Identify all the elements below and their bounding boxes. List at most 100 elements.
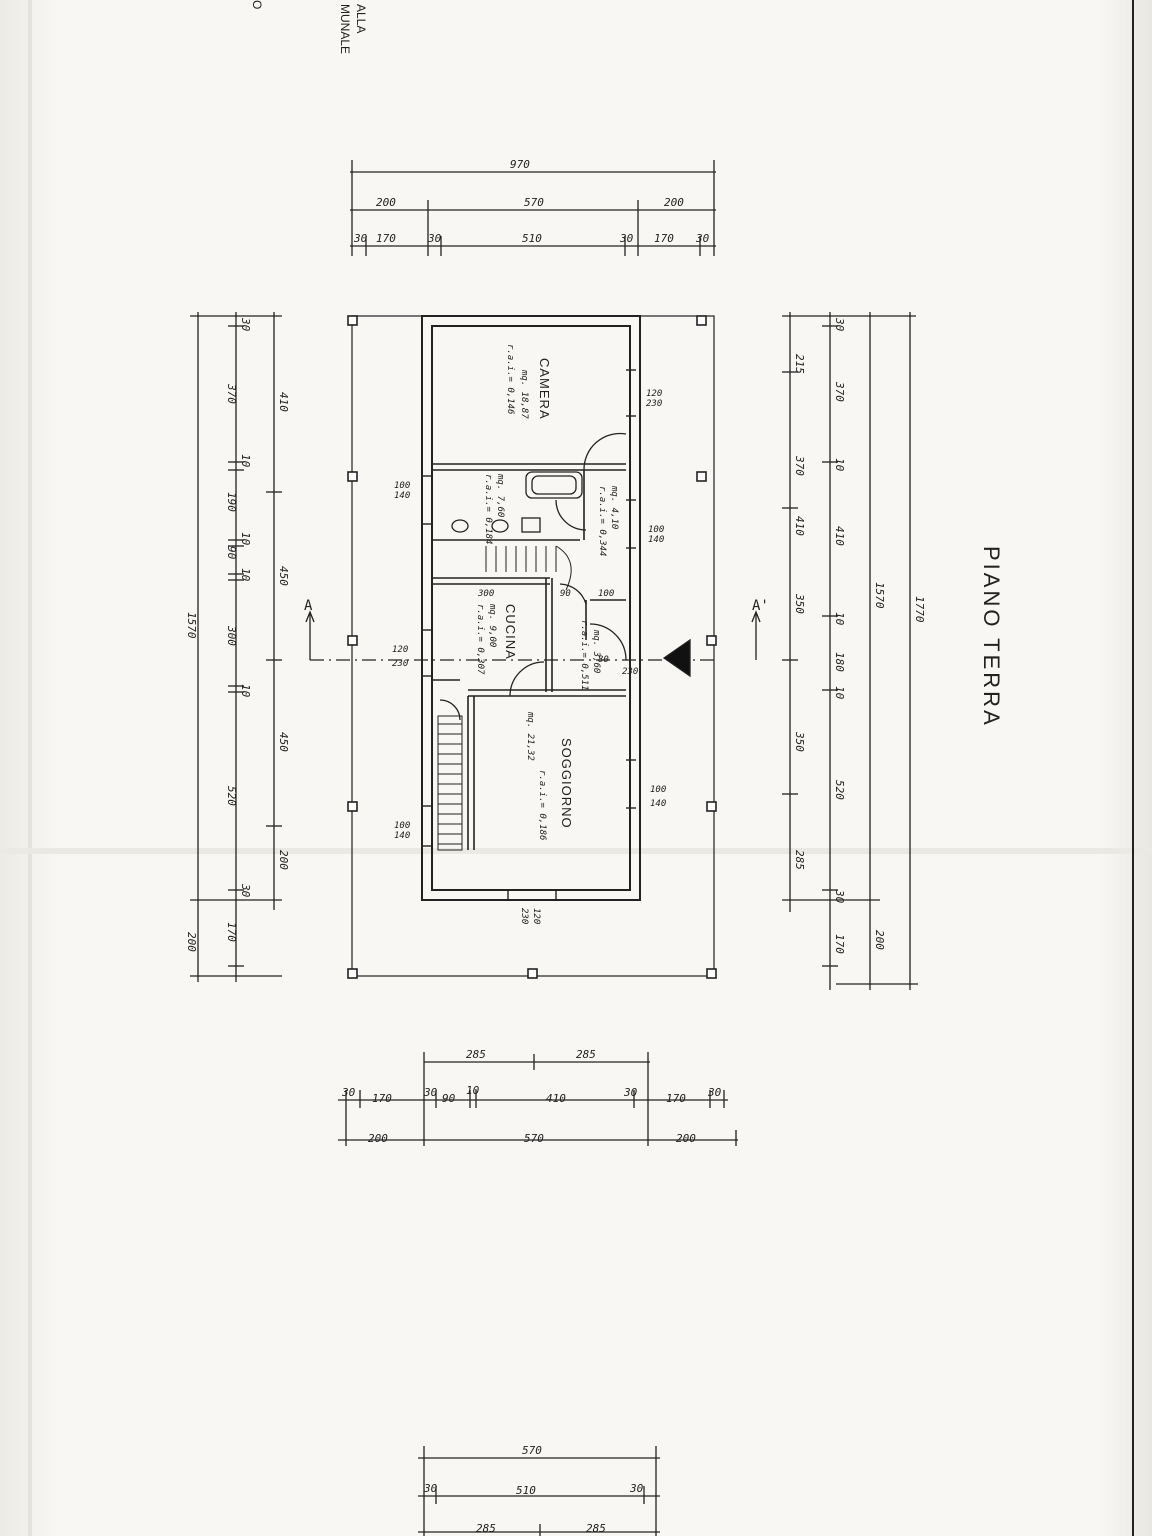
svg-text:1570: 1570 bbox=[873, 582, 886, 609]
section-label-right: A' bbox=[752, 598, 769, 614]
svg-text:170: 170 bbox=[833, 934, 846, 954]
svg-text:10: 10 bbox=[466, 1084, 480, 1097]
svg-text:450: 450 bbox=[277, 732, 290, 752]
svg-text:30: 30 bbox=[619, 232, 634, 245]
svg-text:410: 410 bbox=[793, 516, 806, 536]
svg-text:90: 90 bbox=[225, 546, 238, 560]
room-ingresso-ratio: r.a.i.= 0,511 bbox=[579, 620, 589, 690]
room-soggiorno-area: mq. 21,32 bbox=[525, 711, 535, 761]
svg-text:90: 90 bbox=[442, 1092, 456, 1105]
svg-text:200: 200 bbox=[676, 1132, 696, 1145]
svg-text:30: 30 bbox=[707, 1086, 722, 1099]
svg-text:30: 30 bbox=[423, 1482, 438, 1495]
svg-text:120: 120 bbox=[392, 645, 408, 655]
svg-text:200: 200 bbox=[664, 196, 684, 209]
svg-text:170: 170 bbox=[654, 232, 674, 245]
bathtub bbox=[525, 471, 583, 499]
svg-text:300: 300 bbox=[477, 589, 494, 599]
room-soggiorno-name: SOGGIORNO bbox=[559, 738, 574, 829]
svg-text:200: 200 bbox=[185, 932, 198, 952]
svg-text:120: 120 bbox=[646, 389, 662, 399]
fold-line-vertical bbox=[28, 0, 32, 1536]
svg-text:230: 230 bbox=[519, 908, 529, 924]
room-camera-area: mq. 18,87 bbox=[519, 369, 529, 419]
exterior-wall-inner bbox=[431, 325, 631, 891]
room-camera-name: CAMERA bbox=[537, 358, 552, 420]
svg-text:350: 350 bbox=[793, 593, 806, 614]
svg-text:370: 370 bbox=[793, 455, 806, 476]
door-bagno bbox=[555, 499, 587, 531]
sheet-edge bbox=[1132, 0, 1152, 1536]
room-disimpegno-area: mq. 4,10 bbox=[609, 485, 619, 529]
svg-text:285: 285 bbox=[586, 1522, 606, 1535]
svg-text:570: 570 bbox=[524, 196, 544, 209]
svg-text:30: 30 bbox=[353, 232, 368, 245]
svg-text:30: 30 bbox=[427, 232, 442, 245]
sink bbox=[521, 517, 541, 533]
svg-text:370: 370 bbox=[225, 383, 238, 404]
svg-text:10: 10 bbox=[833, 686, 846, 700]
svg-text:140: 140 bbox=[650, 799, 666, 809]
svg-text:30: 30 bbox=[423, 1086, 438, 1099]
svg-text:10: 10 bbox=[833, 612, 846, 626]
room-soggiorno-ratio: r.a.i.= 0,186 bbox=[537, 770, 547, 840]
svg-text:1570: 1570 bbox=[185, 612, 198, 639]
svg-text:100: 100 bbox=[598, 589, 614, 599]
entrance-marker bbox=[662, 638, 691, 678]
svg-text:520: 520 bbox=[225, 786, 238, 806]
exterior-wall-outer bbox=[421, 315, 641, 901]
toilet bbox=[451, 519, 469, 533]
svg-text:30: 30 bbox=[695, 232, 710, 245]
svg-text:510: 510 bbox=[516, 1484, 536, 1497]
svg-text:350: 350 bbox=[793, 731, 806, 752]
svg-text:100: 100 bbox=[648, 525, 664, 535]
svg-text:410: 410 bbox=[546, 1092, 566, 1105]
section-label-left: A bbox=[304, 598, 313, 614]
room-camera-ratio: r.a.i.= 0,146 bbox=[505, 344, 515, 414]
svg-text:570: 570 bbox=[522, 1444, 542, 1457]
svg-text:30: 30 bbox=[629, 1482, 644, 1495]
svg-text:190: 190 bbox=[225, 492, 238, 512]
svg-text:10: 10 bbox=[833, 458, 846, 472]
svg-text:170: 170 bbox=[372, 1092, 392, 1105]
svg-text:170: 170 bbox=[376, 232, 396, 245]
svg-text:90: 90 bbox=[560, 589, 571, 599]
svg-text:100: 100 bbox=[394, 481, 410, 491]
svg-text:200: 200 bbox=[368, 1132, 388, 1145]
svg-text:285: 285 bbox=[793, 850, 806, 870]
svg-text:300: 300 bbox=[225, 625, 238, 646]
svg-text:180: 180 bbox=[833, 652, 846, 672]
room-bagno-area: mq. 7,60 bbox=[495, 473, 505, 517]
svg-text:30: 30 bbox=[341, 1086, 356, 1099]
svg-text:450: 450 bbox=[277, 566, 290, 586]
svg-text:570: 570 bbox=[524, 1132, 544, 1145]
svg-text:510: 510 bbox=[522, 232, 542, 245]
room-cucina-ratio: r.a.i.= 0,307 bbox=[475, 604, 485, 675]
door-ingresso bbox=[589, 623, 627, 661]
svg-text:1770: 1770 bbox=[913, 596, 926, 623]
svg-text:120: 120 bbox=[531, 908, 541, 924]
svg-text:200: 200 bbox=[376, 196, 396, 209]
svg-text:410: 410 bbox=[277, 392, 290, 412]
svg-text:140: 140 bbox=[394, 831, 410, 841]
room-cucina-name: CUCINA bbox=[503, 604, 518, 660]
svg-text:200: 200 bbox=[277, 850, 290, 870]
svg-text:100: 100 bbox=[394, 821, 410, 831]
room-bagno-ratio: r.a.i.= 0,184 bbox=[483, 474, 493, 544]
door-soggiorno bbox=[509, 661, 545, 697]
svg-text:230: 230 bbox=[646, 399, 662, 409]
svg-text:410: 410 bbox=[833, 526, 846, 546]
fold-line-horizontal bbox=[0, 848, 1152, 854]
door-cucina bbox=[559, 583, 587, 605]
door-camera bbox=[583, 432, 627, 471]
room-disimpegno-ratio: r.a.i.= 0,344 bbox=[597, 486, 607, 556]
svg-text:10: 10 bbox=[239, 532, 252, 546]
svg-text:10: 10 bbox=[239, 454, 252, 468]
svg-text:140: 140 bbox=[394, 491, 410, 501]
room-ingresso-area: mq. 3,60 bbox=[591, 629, 601, 673]
svg-text:230: 230 bbox=[622, 667, 638, 677]
staircase bbox=[437, 545, 572, 851]
svg-text:100: 100 bbox=[650, 785, 666, 795]
svg-text:10: 10 bbox=[239, 568, 252, 582]
